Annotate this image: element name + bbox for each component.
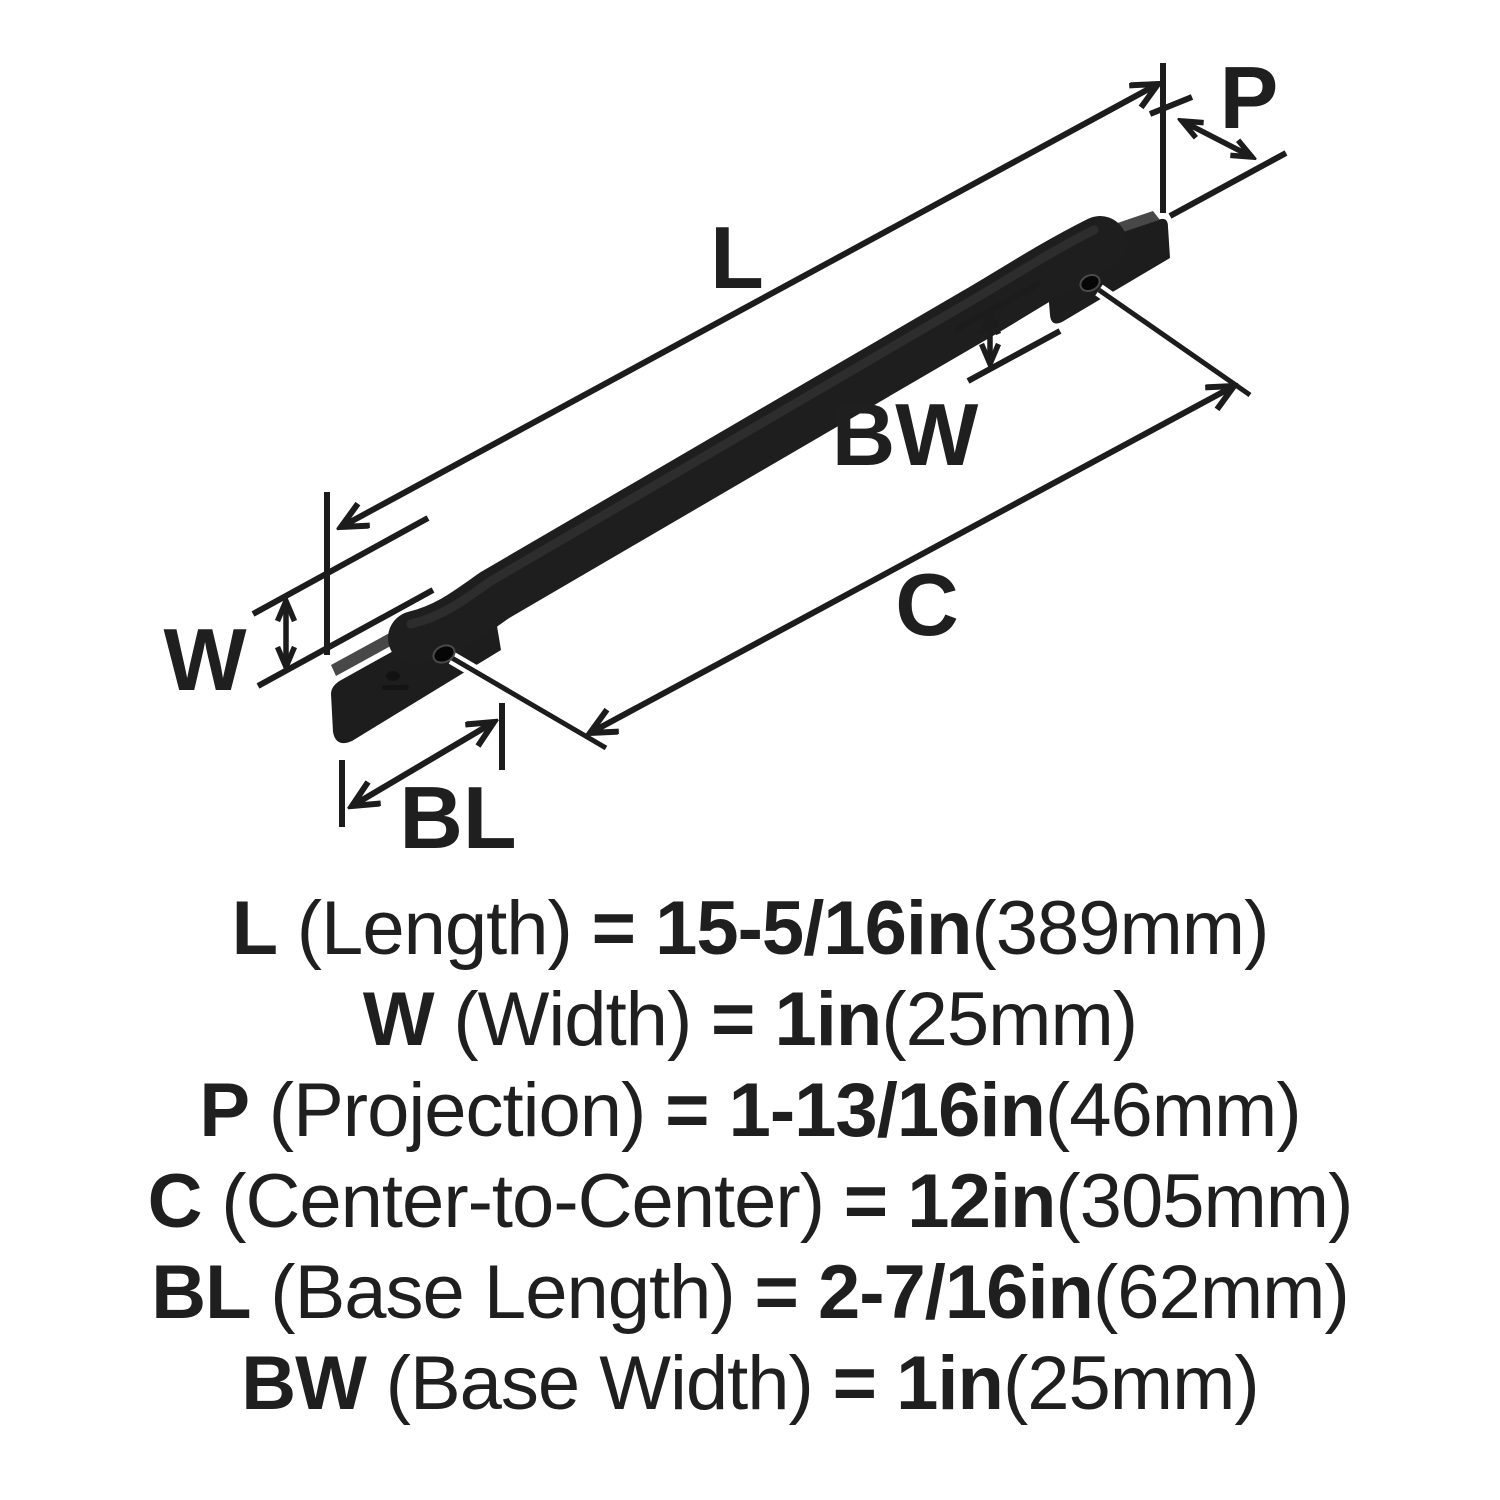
spec-name: (Center-to-Center) bbox=[221, 1159, 825, 1244]
spec-line-width: W (Width) = 1in (25mm) bbox=[0, 974, 1500, 1065]
diagram-canvas: L W P BW C BL bbox=[163, 48, 1288, 867]
length-dim-line bbox=[341, 84, 1158, 527]
spec-metric: (25mm) bbox=[881, 977, 1138, 1062]
dimension-projection bbox=[1148, 94, 1288, 219]
spec-metric: (25mm) bbox=[1002, 1341, 1260, 1426]
projection-arrow bbox=[1182, 121, 1252, 157]
engraving-text-mark bbox=[382, 685, 409, 690]
base-width-tick-upper bbox=[953, 280, 1042, 333]
label-length: L bbox=[710, 208, 764, 307]
engraving-mark bbox=[386, 671, 400, 681]
left-screw-hole bbox=[432, 644, 456, 664]
spec-value: = 12in bbox=[843, 1159, 1057, 1244]
spec-line-projection: P (Projection) = 1-13/16in (46mm) bbox=[0, 1065, 1500, 1156]
spec-value: = 1-13/16in bbox=[665, 1068, 1046, 1153]
base-width-tick-lower bbox=[966, 328, 1062, 384]
spec-list: L (Length) = 15-5/16in (389mm) W (Width)… bbox=[0, 883, 1500, 1429]
label-center-to-center: C bbox=[895, 555, 959, 654]
spec-symbol: BW bbox=[241, 1341, 367, 1426]
spec-value: = 1in bbox=[832, 1341, 1004, 1426]
spec-line-base-length: BL (Base Length) = 2-7/16in (62mm) bbox=[0, 1247, 1500, 1338]
spec-symbol: BL bbox=[151, 1250, 251, 1335]
label-base-width: BW bbox=[832, 385, 979, 484]
spec-line-length: L (Length) = 15-5/16in (389mm) bbox=[0, 883, 1500, 974]
spec-symbol: P bbox=[199, 1068, 250, 1153]
spec-line-base-width: BW (Base Width) = 1in (25mm) bbox=[0, 1338, 1500, 1429]
handle-illustration bbox=[331, 211, 1254, 754]
dimension-base-length bbox=[339, 703, 505, 827]
spec-symbol: W bbox=[362, 977, 435, 1062]
spec-metric: (62mm) bbox=[1092, 1250, 1350, 1335]
spec-value: = 2-7/16in bbox=[754, 1250, 1094, 1335]
spec-name: (Base Length) bbox=[270, 1250, 735, 1335]
spec-name: (Length) bbox=[296, 886, 573, 971]
dimension-length bbox=[324, 63, 1166, 655]
spec-value: = 1in bbox=[711, 977, 882, 1062]
spec-metric: (305mm) bbox=[1055, 1159, 1353, 1244]
spec-name: (Base Width) bbox=[385, 1341, 814, 1426]
label-base-length: BL bbox=[399, 768, 516, 867]
center-dim-line bbox=[590, 386, 1234, 733]
spec-symbol: L bbox=[231, 886, 278, 971]
projection-ref-line bbox=[1168, 150, 1288, 219]
spec-metric: (389mm) bbox=[971, 886, 1269, 971]
spec-name: (Projection) bbox=[268, 1068, 647, 1153]
pull-handle-dimension-diagram: L W P BW C BL bbox=[163, 48, 1288, 867]
spec-line-center-to-center: C (Center-to-Center) = 12in (305mm) bbox=[0, 1156, 1500, 1247]
label-width: W bbox=[163, 610, 246, 709]
spec-value: = 15-5/16in bbox=[591, 886, 973, 971]
dimension-base-width bbox=[953, 280, 1062, 384]
dimension-width bbox=[251, 515, 435, 689]
projection-tick-top bbox=[1148, 94, 1194, 117]
spec-symbol: C bbox=[147, 1159, 203, 1244]
label-projection: P bbox=[1220, 48, 1279, 147]
dimension-center-to-center bbox=[590, 386, 1234, 733]
spec-metric: (46mm) bbox=[1044, 1068, 1302, 1153]
spec-name: (Width) bbox=[453, 977, 692, 1062]
width-tick-upper bbox=[251, 515, 430, 617]
base-length-dim-line bbox=[352, 722, 494, 806]
